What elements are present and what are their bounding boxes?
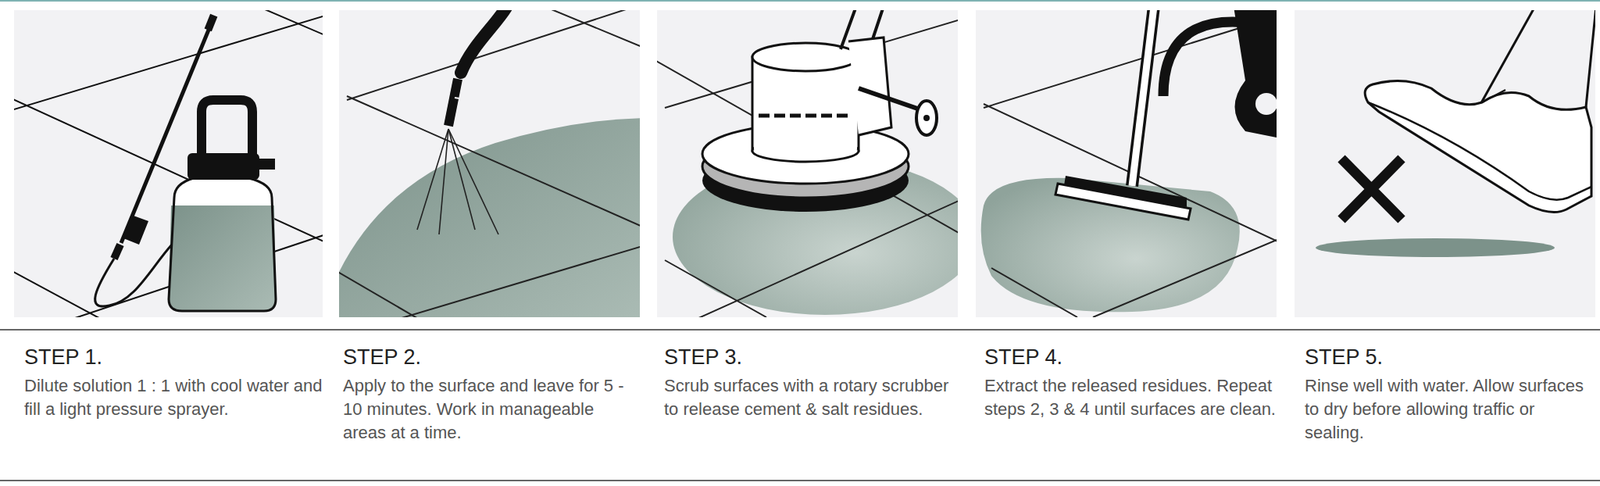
spray-jet (448, 128, 475, 230)
shoe (1364, 81, 1592, 213)
step-column: STEP 3. Scrub surfaces with a rotary scru… (662, 344, 964, 422)
tile-line (657, 57, 958, 237)
tile-line (14, 267, 108, 318)
step-text: Extract the released residues. Repeat st… (984, 374, 1283, 422)
tile-line (14, 96, 323, 245)
step-text: Dilute solution 1 : 1 with cool water an… (24, 374, 326, 422)
wand-nozzle (204, 14, 218, 32)
step-text: Scrub surfaces with a rotary scrubber to… (664, 374, 962, 422)
tile-line (688, 197, 958, 318)
step-heading: STEP 1. (24, 344, 326, 370)
sprayer-tank (168, 178, 276, 311)
step-column: STEP 2. Apply to the surface and leave fo… (341, 344, 643, 445)
tile-line (534, 10, 640, 50)
spray-panel (339, 10, 640, 318)
scrubber-frame (848, 37, 892, 136)
tile-line (339, 267, 425, 318)
step-text: Apply to the surface and leave for 5 - 1… (342, 374, 641, 445)
spray-wand (121, 24, 211, 243)
tile-line (346, 96, 640, 229)
tile-line (1092, 236, 1277, 318)
shoe-sole (1367, 102, 1592, 200)
tile-line (991, 267, 1078, 318)
sprayer-outline (168, 178, 276, 311)
tile-line (664, 260, 767, 318)
panel-ground (975, 10, 1277, 318)
scrubber-disc (702, 124, 909, 184)
vacuum-pole (1132, 10, 1154, 186)
spray-nozzle (448, 78, 458, 126)
vacuum-wheel (1255, 92, 1277, 115)
sprayer-cap (187, 153, 260, 180)
trouser-leg (1478, 10, 1596, 108)
scrubber-wheel (916, 100, 937, 136)
tile-lines (339, 10, 640, 318)
tile-lines (657, 17, 958, 318)
divider-line (0, 479, 1600, 482)
scrubber-panel (657, 10, 958, 318)
top-rule (0, 0, 1600, 2)
tile-lines (14, 10, 323, 318)
spray-jet (448, 128, 499, 235)
vacuum-body (1233, 10, 1277, 140)
squeegee-head (1055, 183, 1191, 220)
vacuum-panel (975, 10, 1277, 318)
wand-trigger (123, 214, 149, 245)
sprayer-valve (257, 158, 275, 170)
wet-area (981, 178, 1240, 313)
step-text: Rinse well with water. Allow surfaces to… (1304, 374, 1595, 445)
vacuum-pole-face (1132, 10, 1154, 186)
tile-line (983, 14, 1277, 108)
step-heading: STEP 3. (664, 344, 962, 370)
wand-grip (114, 244, 121, 259)
wet-area (339, 117, 640, 318)
step-heading: STEP 2. (342, 344, 641, 370)
motor-base-cover (753, 127, 858, 150)
sprayer-panel (14, 10, 323, 318)
motor-vents (758, 114, 853, 118)
no-traffic-panel (1294, 10, 1596, 318)
step-column: STEP 1. Dilute solution 1 : 1 with cool w… (22, 344, 328, 422)
wheel-hub (923, 114, 930, 122)
sprayer-liquid (168, 205, 276, 311)
sprayer-handle (201, 100, 253, 158)
step-heading: STEP 5. (1304, 344, 1595, 370)
tile-line (14, 14, 323, 112)
step-heading: STEP 4. (984, 344, 1283, 370)
step-column: STEP 4. Extract the released residues. Re… (982, 344, 1284, 422)
spray-jets (417, 128, 499, 235)
wheel-axle (858, 88, 927, 112)
wet-puddle (1315, 238, 1555, 258)
spray-hose (460, 10, 508, 73)
shoe-lace (1482, 89, 1506, 103)
spray-jet (439, 128, 449, 235)
panel-ground (1294, 10, 1596, 318)
cross-mark (1341, 158, 1402, 220)
divider-line (0, 328, 1600, 331)
tile-line (385, 244, 640, 318)
step-column: STEP 5. Rinse well with water. Allow surf… (1303, 344, 1597, 445)
tile-line (346, 10, 640, 100)
panel-ground (14, 10, 323, 318)
tile-line (248, 10, 323, 38)
nozzle-band (454, 97, 465, 100)
sprayer-hose (95, 244, 172, 307)
